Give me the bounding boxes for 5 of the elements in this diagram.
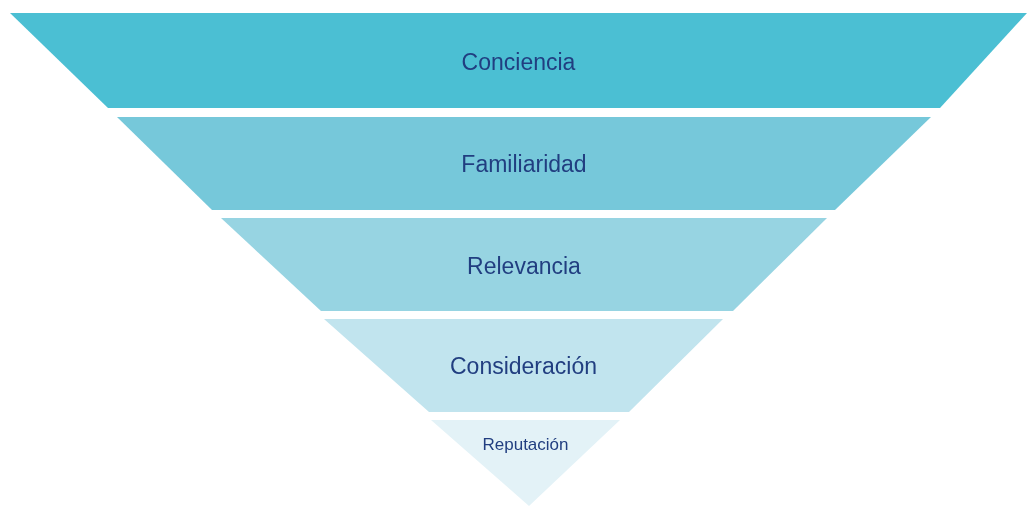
stage-label: Relevancia bbox=[467, 252, 581, 280]
stage-label: Consideración bbox=[450, 352, 597, 380]
stage-label: Conciencia bbox=[461, 48, 576, 76]
stage-label: Familiaridad bbox=[461, 150, 587, 178]
stage-label: Reputación bbox=[482, 435, 569, 455]
